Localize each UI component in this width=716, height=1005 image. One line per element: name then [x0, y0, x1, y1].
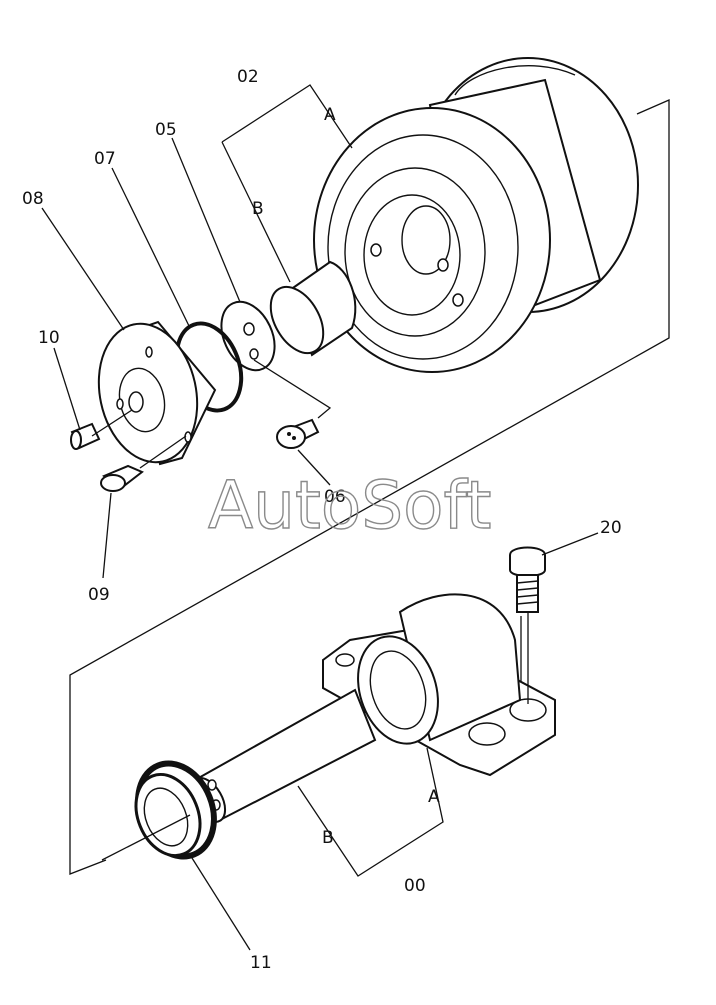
callout-11: 11	[250, 953, 272, 973]
callout-upper-A: A	[324, 105, 336, 125]
set-screw-10	[70, 422, 101, 450]
callout-08: 08	[22, 189, 44, 209]
leader-11	[191, 857, 251, 951]
watermark-text: AutoSoft	[208, 467, 491, 544]
leader-09-axis	[139, 435, 187, 469]
callout-lower-B: B	[322, 828, 334, 848]
cover-plate-08	[97, 320, 217, 466]
callout-05: 05	[155, 120, 177, 140]
leader-09	[102, 492, 112, 579]
assembly-frame	[69, 99, 670, 875]
callout-00: 00	[404, 876, 426, 896]
bolt-09	[100, 464, 144, 492]
leader-02-B	[221, 141, 291, 283]
callout-upper-B: B	[252, 199, 264, 219]
leader-00	[297, 747, 444, 877]
leader-05	[171, 137, 241, 303]
leader-08	[41, 207, 125, 331]
bolt-20	[509, 546, 546, 613]
bracket-assembly-00	[189, 593, 556, 823]
leader-10-axis	[91, 409, 133, 437]
screw-06	[276, 418, 320, 449]
callout-02: 02	[237, 67, 259, 87]
leader-06-label	[297, 449, 331, 486]
leader-07	[111, 167, 191, 329]
callout-06: 06	[324, 487, 346, 507]
leader-11-axis	[101, 814, 191, 861]
callout-07: 07	[94, 149, 116, 169]
leader-02	[221, 84, 353, 149]
leader-20	[541, 532, 599, 556]
callout-09: 09	[88, 585, 110, 605]
leader-06	[253, 359, 332, 419]
seal-ring-11	[134, 760, 217, 860]
callout-20: 20	[600, 518, 622, 538]
roller-02	[269, 57, 639, 373]
callout-10: 10	[38, 328, 60, 348]
leader-10	[53, 347, 81, 431]
callout-lower-A: A	[428, 787, 440, 807]
